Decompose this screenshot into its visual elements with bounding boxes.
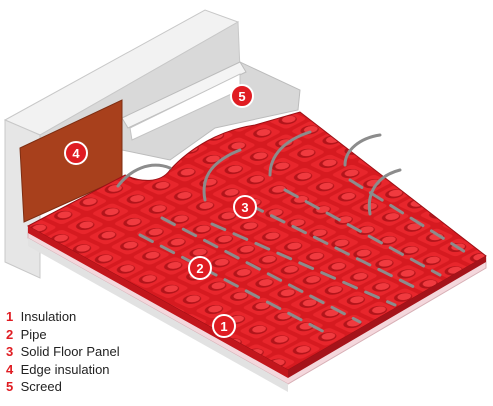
pipes bbox=[116, 130, 472, 337]
screed bbox=[121, 61, 301, 161]
legend-item-screed: 5 Screed bbox=[6, 378, 120, 396]
legend: 1 Insulation 2 Pipe 3 Solid Floor Panel … bbox=[6, 308, 120, 396]
legend-number: 4 bbox=[6, 361, 14, 377]
solid-floor-panel bbox=[26, 111, 487, 378]
legend-number: 1 bbox=[6, 309, 14, 324]
callout-badge-2-number: 2 bbox=[196, 261, 203, 276]
legend-number: 3 bbox=[6, 344, 14, 359]
callout-badge-1-number: 1 bbox=[220, 319, 227, 334]
legend-number: 2 bbox=[6, 326, 14, 342]
legend-label: Screed bbox=[20, 379, 62, 394]
legend-label: Edge insulation bbox=[20, 361, 110, 377]
legend-label: Solid Floor Panel bbox=[20, 344, 120, 359]
callout-badge-3-number: 3 bbox=[241, 200, 248, 215]
callout-badge-1: 1 bbox=[212, 314, 236, 338]
callout-badge-4: 4 bbox=[64, 141, 88, 165]
legend-item-edge-insulation: 4 Edge insulation bbox=[6, 361, 120, 379]
legend-number: 5 bbox=[6, 379, 14, 394]
callout-badge-2: 2 bbox=[188, 256, 212, 280]
legend-item-insulation: 1 Insulation bbox=[6, 308, 120, 326]
legend-item-pipe: 2 Pipe bbox=[6, 326, 120, 344]
legend-label: Pipe bbox=[20, 326, 47, 342]
callout-badge-5-number: 5 bbox=[238, 89, 245, 104]
callout-badge-5: 5 bbox=[230, 84, 254, 108]
legend-item-solid-floor-panel: 3 Solid Floor Panel bbox=[6, 343, 120, 361]
callout-badge-3: 3 bbox=[233, 195, 257, 219]
legend-label: Insulation bbox=[20, 309, 77, 324]
callout-badge-4-number: 4 bbox=[72, 146, 80, 161]
